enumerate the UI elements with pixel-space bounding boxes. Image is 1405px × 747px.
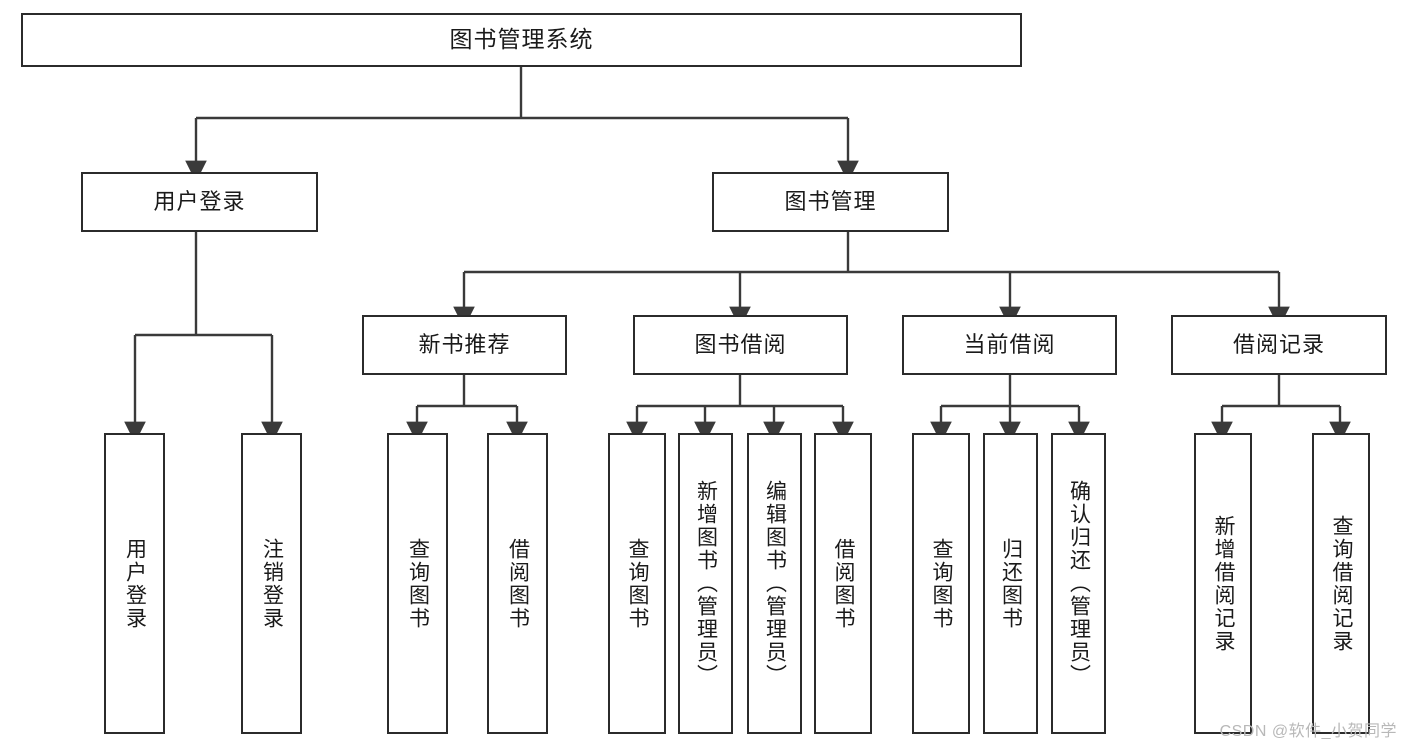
leaf-book-borrow-borrow[interactable]: 借阅图书 [814,433,872,734]
leaf-new-book-query[interactable]: 查询图书 [387,433,448,734]
leaf-label: 新增借阅记录 [1212,514,1236,653]
leaf-current-borrow-return[interactable]: 归还图书 [983,433,1038,734]
node-root[interactable]: 图书管理系统 [21,13,1022,67]
node-current-borrow[interactable]: 当前借阅 [902,315,1117,375]
node-user-login-label: 用户登录 [153,189,246,215]
leaf-book-borrow-query[interactable]: 查询图书 [608,433,666,734]
leaf-label: 用户登录 [123,537,147,630]
leaf-current-borrow-confirm[interactable]: 确认归还（管理员） [1051,433,1106,734]
leaf-label: 查询图书 [406,537,430,630]
leaf-label: 查询图书 [930,537,954,630]
node-new-book-recommend-label: 新书推荐 [418,332,511,358]
node-book-borrow[interactable]: 图书借阅 [633,315,848,375]
node-book-management[interactable]: 图书管理 [712,172,949,232]
leaf-user-login-logout[interactable]: 注销登录 [241,433,302,734]
leaf-label: 借阅图书 [832,537,856,630]
leaf-label: 编辑图书（管理员） [763,480,787,687]
leaf-label: 查询图书 [626,537,650,630]
leaf-new-book-borrow[interactable]: 借阅图书 [487,433,548,734]
node-borrow-record-label: 借阅记录 [1232,332,1325,358]
leaf-current-borrow-query[interactable]: 查询图书 [912,433,970,734]
watermark: CSDN @软件_小贺同学 [1219,723,1397,740]
node-user-login[interactable]: 用户登录 [81,172,318,232]
leaf-label: 查询借阅记录 [1330,514,1354,653]
leaf-label: 注销登录 [260,537,284,630]
leaf-label: 新增图书（管理员） [694,480,718,687]
node-current-borrow-label: 当前借阅 [963,332,1056,358]
leaf-user-login-login[interactable]: 用户登录 [104,433,165,734]
leaf-label: 确认归还（管理员） [1067,480,1091,687]
node-book-management-label: 图书管理 [784,189,877,215]
leaf-book-borrow-edit[interactable]: 编辑图书（管理员） [747,433,802,734]
leaf-book-borrow-add[interactable]: 新增图书（管理员） [678,433,733,734]
leaf-borrow-record-add[interactable]: 新增借阅记录 [1194,433,1252,734]
node-borrow-record[interactable]: 借阅记录 [1171,315,1387,375]
node-new-book-recommend[interactable]: 新书推荐 [362,315,567,375]
leaf-label: 归还图书 [999,537,1023,630]
leaf-borrow-record-query[interactable]: 查询借阅记录 [1312,433,1370,734]
node-book-borrow-label: 图书借阅 [694,332,787,358]
leaf-label: 借阅图书 [506,537,530,630]
node-root-label: 图书管理系统 [449,26,594,53]
